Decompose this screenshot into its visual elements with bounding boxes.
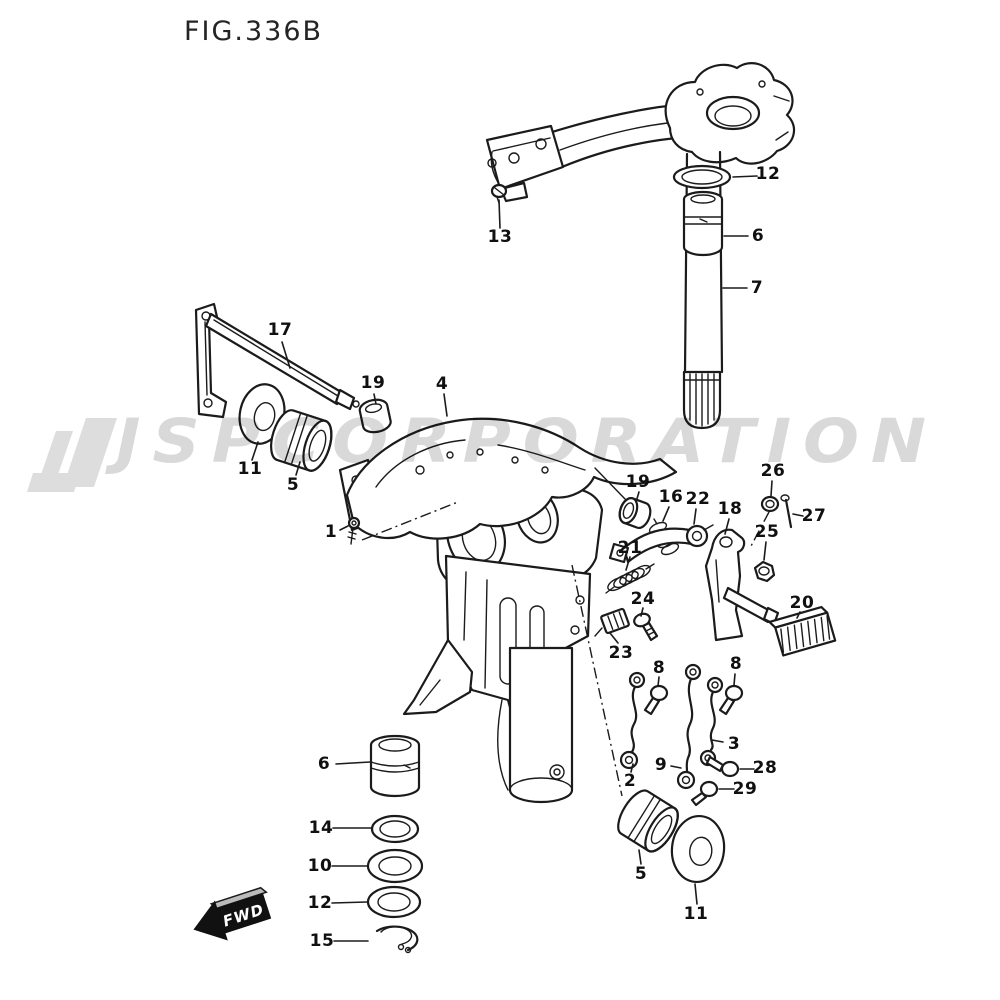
part-label-12-lower: 12 [307,893,333,913]
ring-10 [366,848,424,884]
part-label-22: 22 [685,489,711,509]
part-label-9: 9 [654,755,668,775]
part-label-11-left: 11 [237,459,263,479]
bushing-5-bottom [617,789,679,853]
part-label-12-top: 12 [755,164,781,184]
washer-11-bottom [670,814,726,884]
part-label-6-top: 6 [751,226,765,246]
part-label-8-left: 8 [652,658,666,678]
bolt-1 [347,516,361,545]
ground-wires [619,663,744,807]
part-label-6-lower: 6 [317,754,331,774]
bushing-6-lower [369,734,421,798]
part-label-19-right: 19 [625,472,651,492]
part-label-16: 16 [658,487,684,507]
upper-mount-bracket [338,417,678,540]
part-label-23: 23 [608,643,634,663]
part-label-18: 18 [717,499,743,519]
part-label-5-left: 5 [286,475,300,495]
clamp-lever-cluster [594,494,837,657]
part-label-26: 26 [760,461,786,481]
snap-ring-15 [375,925,419,954]
part-label-5-bottom: 5 [634,864,648,884]
figure-title: FIG.336B [184,16,324,47]
part-label-29: 29 [732,779,758,799]
centerlines [361,467,770,797]
part-label-17: 17 [267,320,293,340]
part-label-2: 2 [623,771,637,791]
part-label-4: 4 [435,374,449,394]
part-label-1: 1 [324,522,338,542]
steering-arm-assembly [485,62,796,430]
part-label-7: 7 [750,278,764,298]
part-label-19-left: 19 [360,373,386,393]
part-label-8-right: 8 [729,654,743,674]
part-label-27: 27 [801,506,827,526]
bushing-19-left [358,398,392,434]
part-label-25: 25 [754,522,780,542]
ring-14 [370,814,420,844]
part-label-14: 14 [308,818,334,838]
swivel-bracket [402,469,604,804]
part-label-13: 13 [487,227,513,247]
leader-lines [251,175,804,942]
part-label-11-bottom: 11 [683,904,709,924]
ring-12-lower [366,885,422,919]
part-label-21: 21 [617,538,643,558]
fwd-arrow: FWD [193,886,272,941]
part-label-10: 10 [307,856,333,876]
bushing-5-left [270,409,333,472]
part-label-28: 28 [752,758,778,778]
tilt-rod-assembly [194,302,360,419]
part-label-15: 15 [309,931,335,951]
part-label-24: 24 [630,589,656,609]
part-label-3: 3 [727,734,741,754]
part-label-20: 20 [789,593,815,613]
